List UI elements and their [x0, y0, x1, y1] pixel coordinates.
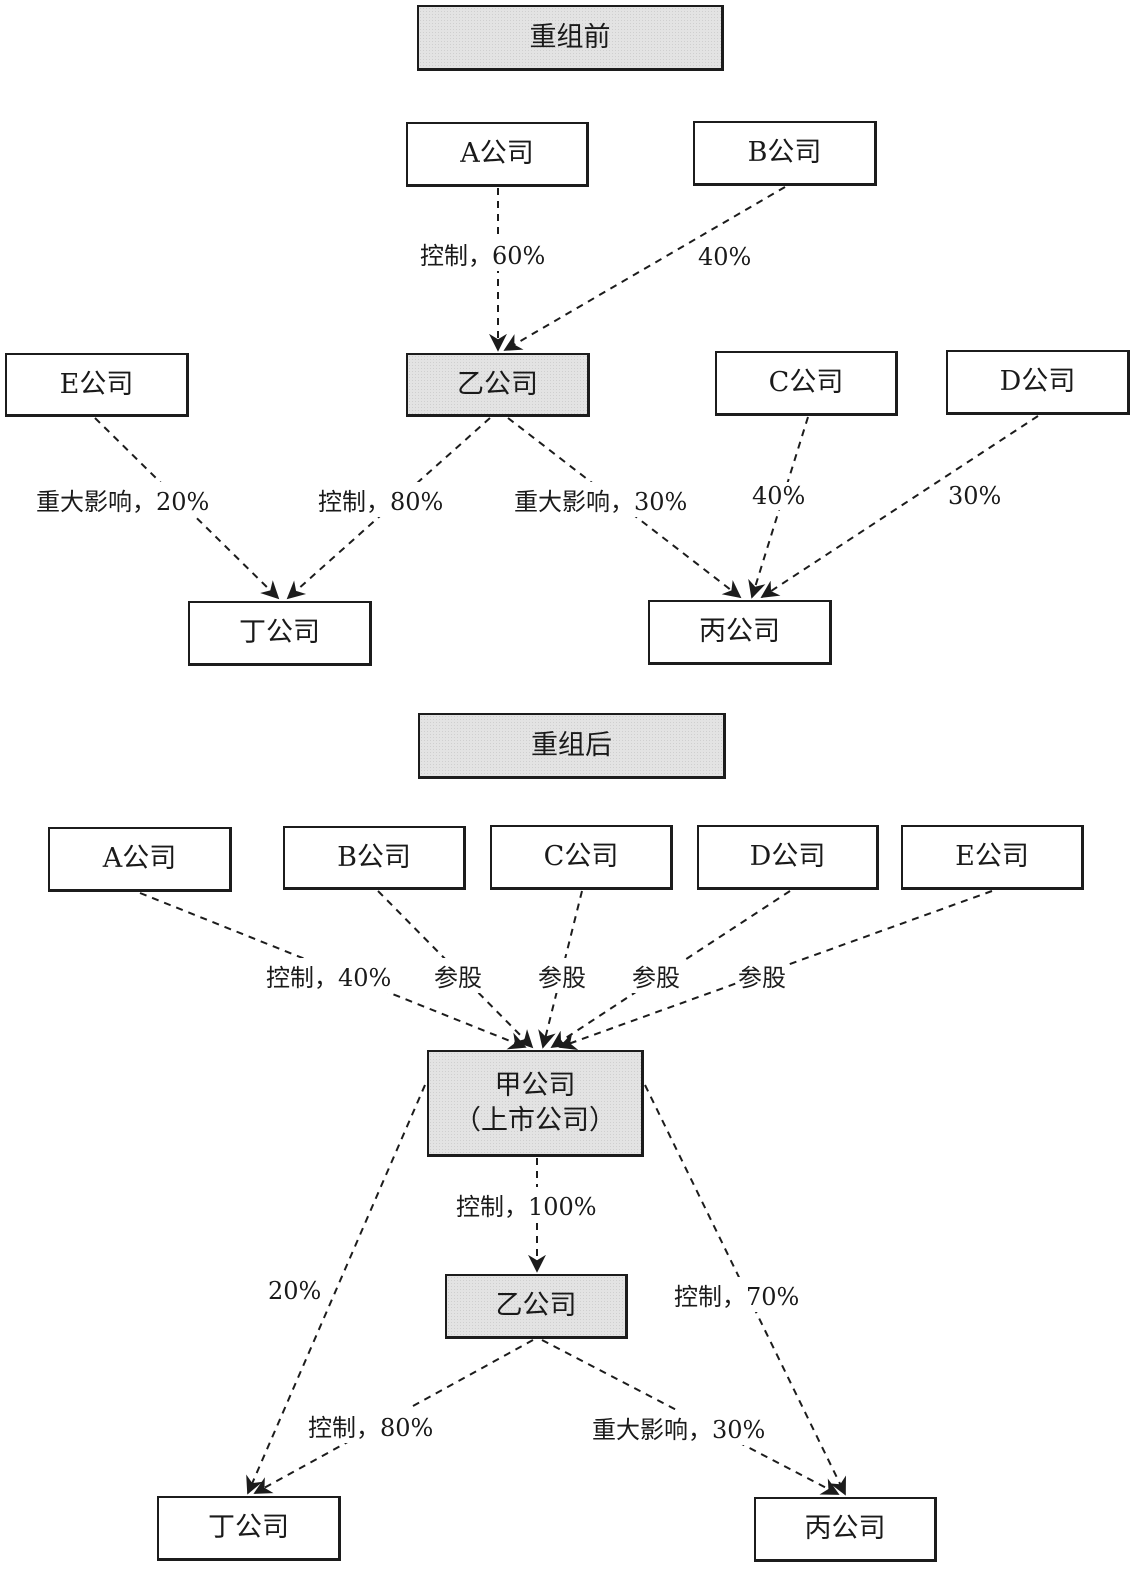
node-label: E公司	[955, 841, 1029, 873]
node-before-company-yi: 乙公司	[406, 353, 590, 417]
node-label: B公司	[747, 137, 822, 169]
node-before-company-e: E公司	[5, 353, 189, 417]
node-after-company-d: D公司	[697, 825, 879, 890]
node-label: B公司	[337, 841, 411, 873]
node-before-company-b: B公司	[693, 121, 877, 186]
section-title-after-text: 重组后	[531, 729, 612, 761]
edge-label-before-a-yi: 控制，60%	[418, 236, 548, 271]
node-after-company-yi: 乙公司	[445, 1274, 628, 1339]
edge-label-before-yi-bing: 重大影响，30%	[512, 482, 690, 517]
edge-before-d-bing	[760, 415, 1039, 598]
edge-label-after-e-jia: 参股	[736, 958, 788, 993]
section-title-before-text: 重组前	[529, 21, 611, 53]
edge-before-e-ding	[94, 417, 280, 600]
edge-label-before-yi-ding: 控制，80%	[316, 482, 446, 517]
node-after-company-bing: 丙公司	[754, 1497, 937, 1562]
edge-label-before-c-bing: 40%	[750, 482, 808, 510]
edge-label-after-b-jia: 参股	[432, 958, 484, 993]
node-label: C公司	[543, 841, 619, 873]
edge-after-d-jia	[550, 890, 791, 1048]
node-label: D公司	[999, 366, 1076, 398]
node-label: 甲公司 （上市公司）	[454, 1069, 616, 1136]
edge-label-after-yi-ding: 控制，80%	[306, 1408, 436, 1443]
node-label: A公司	[102, 843, 177, 875]
edge-after-yi-bing	[541, 1339, 840, 1495]
node-after-company-ding: 丁公司	[157, 1496, 341, 1561]
edge-after-jia-ding	[246, 1084, 426, 1495]
edge-label-after-a-jia: 控制，40%	[264, 958, 394, 993]
node-label: C公司	[768, 367, 844, 399]
node-before-company-a: A公司	[406, 122, 589, 187]
node-label: 丙公司	[699, 616, 780, 648]
node-label: 乙公司	[495, 1290, 577, 1322]
section-title-after: 重组后	[418, 713, 726, 779]
edge-before-b-yi	[503, 186, 786, 351]
node-before-company-c: C公司	[715, 351, 898, 416]
section-title-before: 重组前	[417, 5, 724, 71]
edge-label-before-b-yi: 40%	[696, 243, 754, 271]
node-label: A公司	[460, 138, 534, 170]
edge-after-a-jia	[139, 892, 527, 1050]
edge-label-after-jia-yi: 控制，100%	[454, 1187, 599, 1222]
node-after-company-c: C公司	[490, 825, 673, 890]
edge-label-after-yi-bing: 重大影响，30%	[590, 1410, 768, 1445]
edge-after-e-jia	[558, 890, 993, 1050]
edge-label-after-d-jia: 参股	[630, 958, 682, 993]
node-label: 丁公司	[208, 1512, 289, 1544]
edge-label-after-c-jia: 参股	[536, 958, 588, 993]
node-before-company-ding: 丁公司	[188, 601, 372, 666]
edge-label-after-jia-ding: 20%	[266, 1277, 324, 1305]
node-label: 丙公司	[804, 1513, 886, 1545]
node-label: E公司	[59, 368, 134, 400]
node-label: 乙公司	[457, 368, 538, 400]
node-after-company-b: B公司	[283, 826, 466, 890]
edge-label-before-d-bing: 30%	[946, 482, 1004, 510]
node-after-company-jia-listed: 甲公司 （上市公司）	[427, 1050, 644, 1157]
node-after-company-e: E公司	[901, 825, 1084, 890]
edge-label-after-jia-bing: 控制，70%	[672, 1277, 802, 1312]
node-before-company-d: D公司	[946, 350, 1130, 415]
node-before-company-bing: 丙公司	[648, 600, 832, 665]
node-after-company-a: A公司	[48, 827, 232, 892]
node-label: D公司	[749, 841, 826, 873]
node-label: 丁公司	[239, 617, 320, 649]
edge-label-before-e-ding: 重大影响，20%	[34, 482, 212, 517]
